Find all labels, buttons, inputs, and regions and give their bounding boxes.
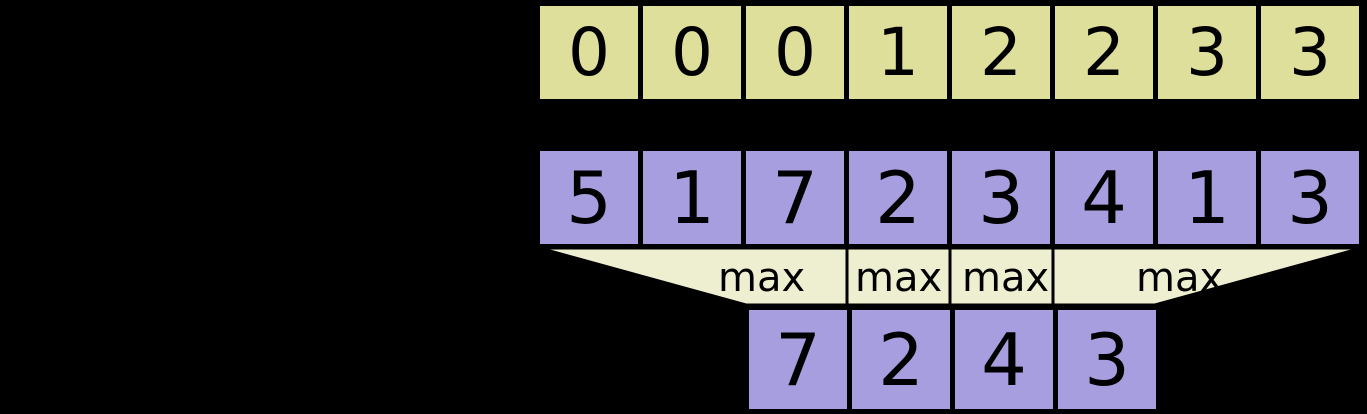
index-cell: 0 <box>640 3 744 102</box>
index-cell: 2 <box>1052 3 1156 102</box>
input-cell: 7 <box>743 148 847 247</box>
input-cell: 4 <box>1052 148 1156 247</box>
input-cell: 1 <box>1155 148 1259 247</box>
index-cell: 3 <box>1155 3 1259 102</box>
index-cell: 2 <box>949 3 1053 102</box>
output-cell: 7 <box>746 307 850 412</box>
output-cell: 2 <box>849 307 953 412</box>
index-cell: 3 <box>1258 3 1362 102</box>
input-cell: 3 <box>949 148 1053 247</box>
output-cell: 4 <box>952 307 1056 412</box>
max-label: max <box>962 255 1050 301</box>
max-label: max <box>718 255 806 301</box>
index-cell: 0 <box>537 3 641 102</box>
output-cell: 3 <box>1055 307 1159 412</box>
max-label: max <box>1136 255 1224 301</box>
index-cell: 0 <box>743 3 847 102</box>
max-label: max <box>855 255 943 301</box>
input-cell: 2 <box>846 148 950 247</box>
input-cell: 1 <box>640 148 744 247</box>
input-cell: 3 <box>1258 148 1362 247</box>
index-cell: 1 <box>846 3 950 102</box>
input-cell: 5 <box>537 148 641 247</box>
